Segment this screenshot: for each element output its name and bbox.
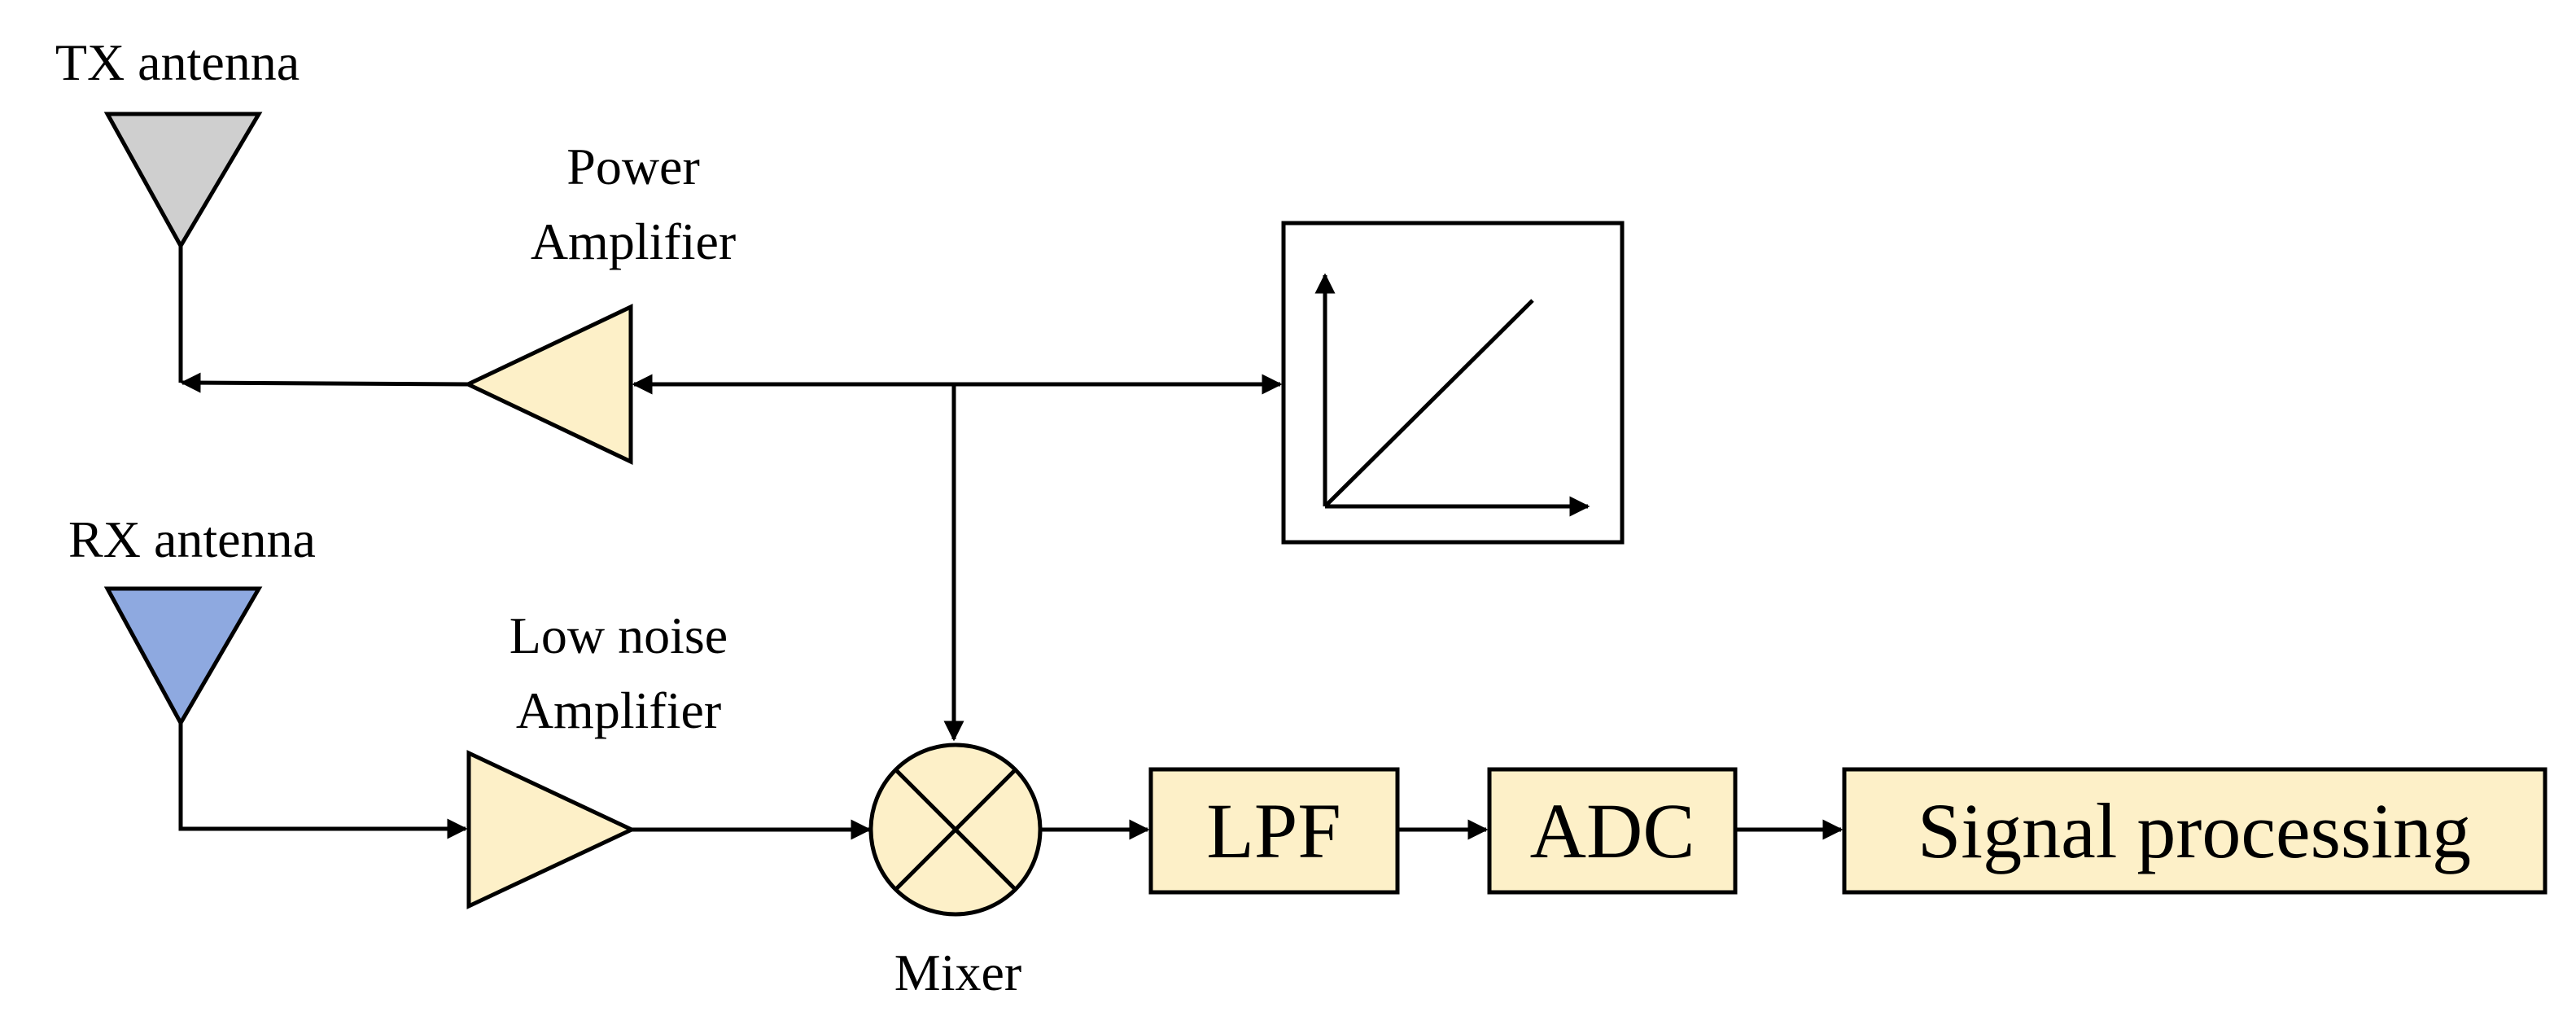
lpf-block: [1148, 767, 1400, 895]
lna-label-line1: Low noise: [510, 607, 728, 664]
mixer-icon: [868, 742, 1043, 917]
adc-label: ADC: [1530, 787, 1695, 874]
signal-processing-label: Signal processing: [1918, 787, 2471, 874]
rx-to-lna-arrow: [178, 723, 468, 839]
power-amplifier-icon: [463, 304, 633, 465]
lna-icon: [466, 750, 636, 909]
power-amplifier-label-line1: Power: [566, 138, 700, 195]
signal-processing-block: [1842, 767, 2548, 895]
chirp-ramp-line: [1323, 299, 1534, 508]
power-amplifier-label-line2: Amplifier: [531, 212, 736, 270]
rx-antenna-label: RX antenna: [68, 510, 316, 568]
pa-to-tx-arrow: [180, 372, 469, 393]
rx-antenna-icon: [103, 586, 263, 728]
lna-label-line2: Amplifier: [516, 681, 721, 739]
mixer-label: Mixer: [894, 944, 1021, 1001]
lpf-label: LPF: [1206, 787, 1340, 874]
tx-antenna-icon: [103, 112, 263, 251]
tx-antenna-label: TX antenna: [55, 33, 300, 91]
